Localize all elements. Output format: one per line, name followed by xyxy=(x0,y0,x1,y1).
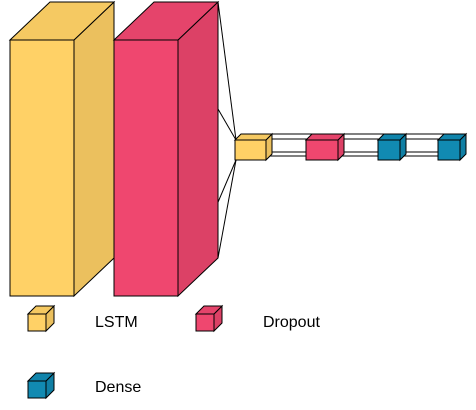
dropout-layer-block xyxy=(112,0,220,298)
legend: LSTM Dropout Dense xyxy=(26,304,320,400)
dropout-cube-icon xyxy=(194,304,224,333)
legend-item-lstm: LSTM xyxy=(26,304,138,333)
dense-output-layer-small xyxy=(436,132,468,162)
legend-item-dropout: Dropout xyxy=(194,304,320,333)
lstm-layer-small xyxy=(233,132,274,162)
legend-label-dense: Dense xyxy=(95,379,141,396)
dense-cube-icon xyxy=(26,371,56,400)
dense-layer-small xyxy=(376,132,408,162)
legend-item-dense: Dense xyxy=(26,371,141,400)
dropout-layer-small xyxy=(304,132,346,162)
lstm-cube-icon xyxy=(26,304,56,333)
legend-label-dropout: Dropout xyxy=(263,314,320,331)
legend-label-lstm: LSTM xyxy=(95,314,138,331)
chain-connectors xyxy=(266,133,444,157)
lstm-layer-block xyxy=(8,0,116,298)
